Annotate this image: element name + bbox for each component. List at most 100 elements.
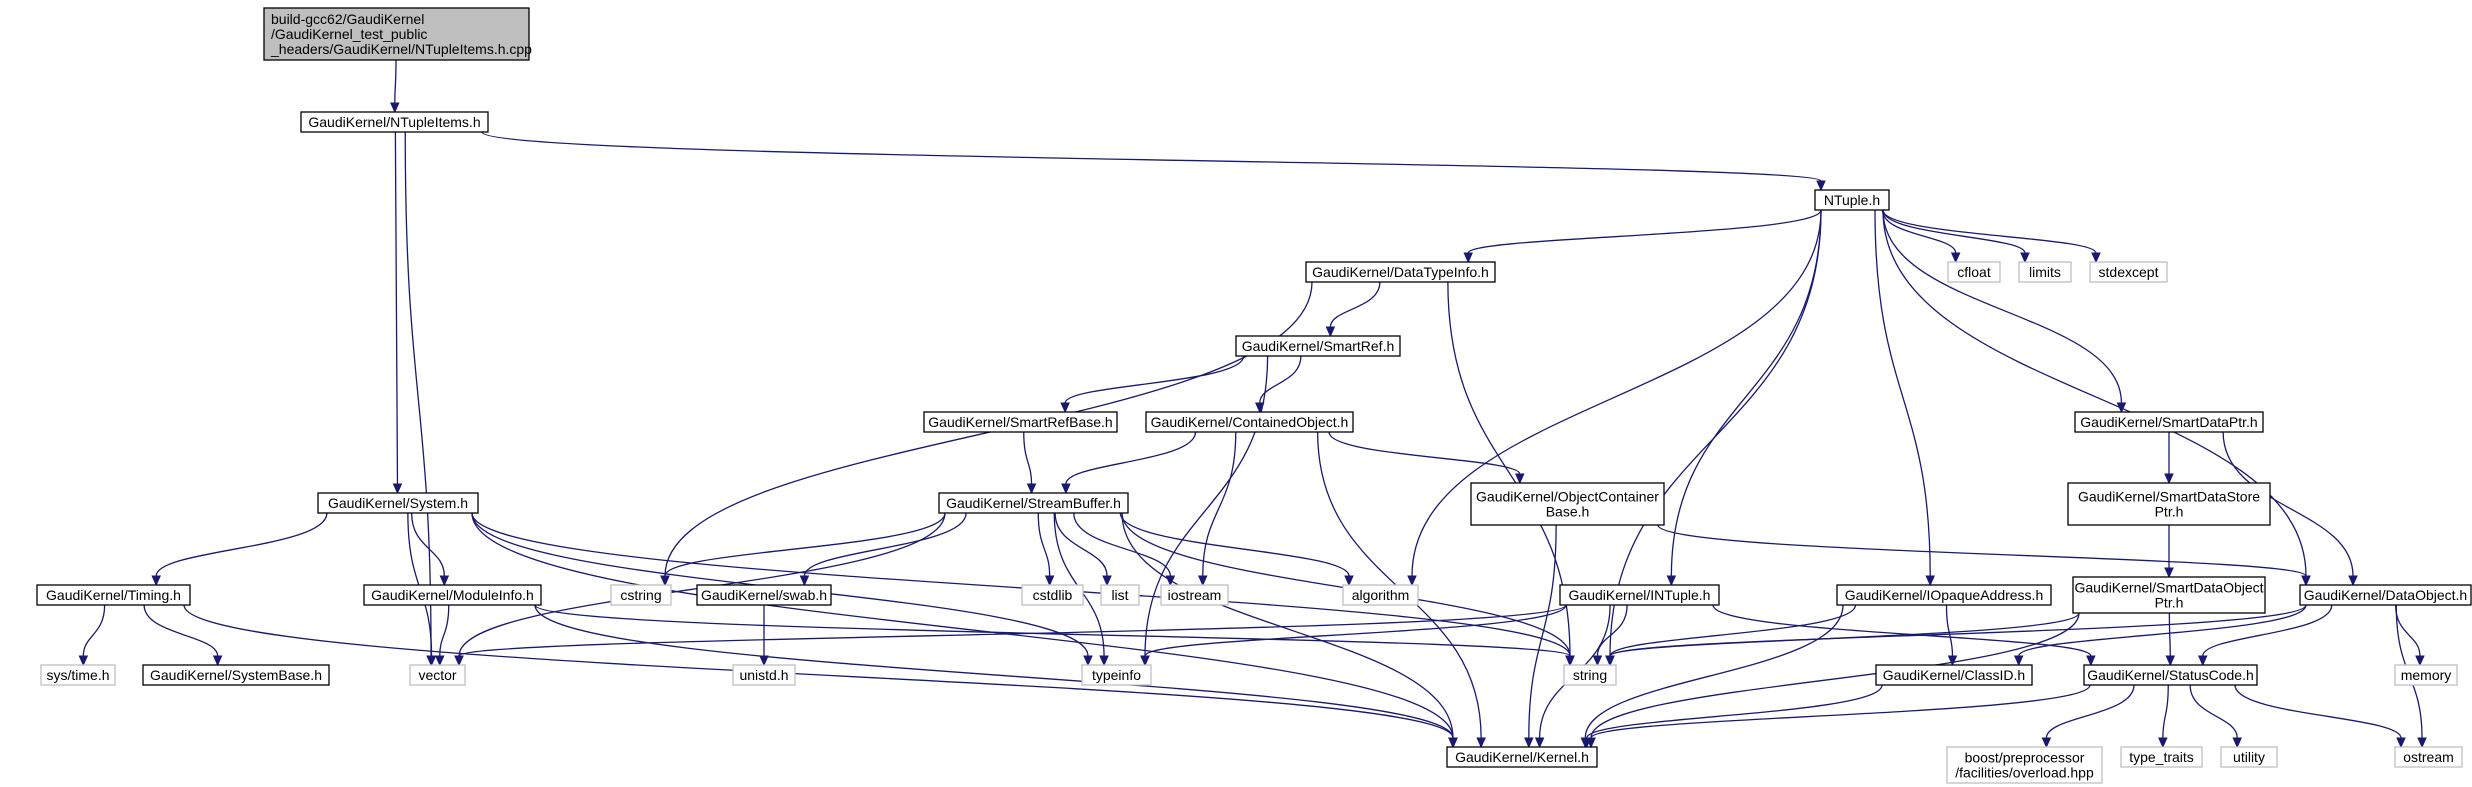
- include-edge: [78, 604, 106, 667]
- node-streambuffer[interactable]: GaudiKernel/StreamBuffer.h: [938, 492, 1129, 514]
- edge-line: [143, 604, 219, 657]
- edge-line: [1411, 209, 1822, 577]
- node-label: GaudiKernel/ClassID.h: [1883, 667, 2025, 683]
- node-typetraits: type_traits: [2120, 746, 2203, 768]
- node-typeinfo: typeinfo: [1081, 664, 1152, 686]
- node-iopaqueaddress[interactable]: GaudiKernel/IOpaqueAddress.h: [1836, 584, 2052, 606]
- node-box: [2072, 576, 2266, 614]
- include-edge: [471, 512, 1458, 749]
- node-label: list: [1111, 587, 1128, 603]
- node-box: [2067, 482, 2271, 526]
- edge-arrowhead: [759, 655, 769, 667]
- node-smartref[interactable]: GaudiKernel/SmartRef.h: [1235, 335, 1401, 357]
- node-moduleinfo[interactable]: GaudiKernel/ModuleInfo.h: [363, 584, 542, 606]
- include-edge: [454, 604, 1567, 667]
- node-systembase[interactable]: GaudiKernel/SystemBase.h: [142, 664, 330, 686]
- edge-line: [2234, 684, 2402, 739]
- edge-line: [1259, 355, 1302, 404]
- include-edge: [1073, 512, 1176, 587]
- node-label: GaudiKernel/SystemBase.h: [150, 667, 322, 683]
- include-edge: [2013, 604, 2307, 667]
- edge-line: [1670, 209, 1822, 577]
- edge-arrowhead: [2396, 737, 2406, 749]
- edge-line: [82, 604, 106, 657]
- node-memory: memory: [2394, 664, 2458, 686]
- edge-line: [1609, 209, 1822, 657]
- edge-arrowhead: [1060, 402, 1070, 414]
- node-label: Base.h: [1546, 504, 1590, 520]
- node-label: GaudiKernel/Timing.h: [46, 587, 181, 603]
- edge-arrowhead: [1925, 575, 1935, 587]
- include-edge: [1657, 524, 2311, 587]
- node-smartrefbase[interactable]: GaudiKernel/SmartRefBase.h: [923, 411, 1118, 433]
- node-dataobject[interactable]: GaudiKernel/DataObject.h: [2299, 584, 2472, 606]
- edge-line: [1882, 209, 2123, 404]
- node-box: [2394, 664, 2458, 686]
- node-ostream: ostream: [2394, 746, 2463, 768]
- edge-line: [1882, 209, 2026, 254]
- edge-line: [1590, 612, 2080, 739]
- edge-arrowhead: [1605, 655, 1615, 667]
- edge-line: [155, 512, 328, 577]
- edge-arrowhead: [1586, 737, 1596, 749]
- edge-line: [1064, 355, 1245, 404]
- edge-line: [2045, 684, 2135, 739]
- node-timing[interactable]: GaudiKernel/Timing.h: [36, 584, 191, 606]
- edge-line: [1073, 512, 1171, 577]
- node-smartdataptr[interactable]: GaudiKernel/SmartDataPtr.h: [2074, 411, 2264, 433]
- include-edge: [2189, 684, 2242, 749]
- node-box: [1836, 584, 2052, 606]
- edge-line: [2168, 612, 2171, 657]
- include-edge: [1023, 431, 1037, 495]
- node-box: [1814, 189, 1890, 211]
- edge-arrowhead: [2164, 473, 2174, 485]
- node-system[interactable]: GaudiKernel/System.h: [317, 492, 479, 514]
- node-cstring: cstring: [610, 584, 672, 606]
- node-cstdlib: cstdlib: [1021, 584, 1084, 606]
- node-containedobject[interactable]: GaudiKernel/ContainedObject.h: [1145, 411, 1354, 433]
- node-label: utility: [2233, 749, 2265, 765]
- node-classid[interactable]: GaudiKernel/ClassID.h: [1875, 664, 2033, 686]
- node-datatypeinfo[interactable]: GaudiKernel/DataTypeInfo.h: [1305, 261, 1496, 283]
- node-intuple[interactable]: GaudiKernel/INTuple.h: [1559, 584, 1720, 606]
- node-swab[interactable]: GaudiKernel/swab.h: [696, 584, 832, 606]
- edge-line: [1881, 209, 1957, 254]
- node-limits: limits: [2018, 261, 2072, 283]
- node-iostream: iostream: [1160, 584, 1229, 606]
- node-statuscode[interactable]: GaudiKernel/StatusCode.h: [2083, 664, 2258, 686]
- node-label: GaudiKernel/DataTypeInfo.h: [1312, 264, 1489, 280]
- include-edge: [1874, 209, 1935, 587]
- include-edge: [1945, 604, 1958, 667]
- node-label: Ptr.h: [2155, 595, 2184, 611]
- include-edge: [1524, 524, 1557, 749]
- node-box: [1559, 584, 1720, 606]
- node-label: vector: [418, 667, 456, 683]
- node-ntuple[interactable]: NTuple.h: [1814, 189, 1890, 211]
- node-label: /GaudiKernel_test_public: [271, 26, 427, 42]
- edge-line: [1329, 281, 1381, 328]
- node-kernel[interactable]: GaudiKernel/Kernel.h: [1446, 746, 1598, 768]
- node-box: [263, 7, 530, 61]
- edge-arrowhead: [1083, 655, 1093, 667]
- include-edge: [1407, 209, 1822, 587]
- node-box: [2083, 664, 2258, 686]
- node-box: [938, 492, 1129, 514]
- edge-arrowhead: [454, 655, 464, 667]
- node-label: GaudiKernel/StreamBuffer.h: [946, 495, 1121, 511]
- include-edge: [2222, 431, 2358, 587]
- edge-line: [1584, 604, 1844, 739]
- node-root[interactable]: build-gcc62/GaudiKernel/GaudiKernel_test…: [263, 7, 532, 61]
- edge-arrowhead: [390, 102, 400, 114]
- node-box: [1947, 261, 2001, 283]
- edge-arrowhead: [1099, 655, 1109, 667]
- edge-arrowhead: [1463, 252, 1473, 264]
- node-algorithm: algorithm: [1342, 584, 1419, 606]
- node-label: cstdlib: [1033, 587, 1073, 603]
- include-edge: [534, 604, 1458, 749]
- node-label: GaudiKernel/SmartRefBase.h: [928, 414, 1112, 430]
- edge-arrowhead: [1666, 575, 1677, 587]
- node-ntupleitems[interactable]: GaudiKernel/NTupleItems.h: [300, 111, 489, 133]
